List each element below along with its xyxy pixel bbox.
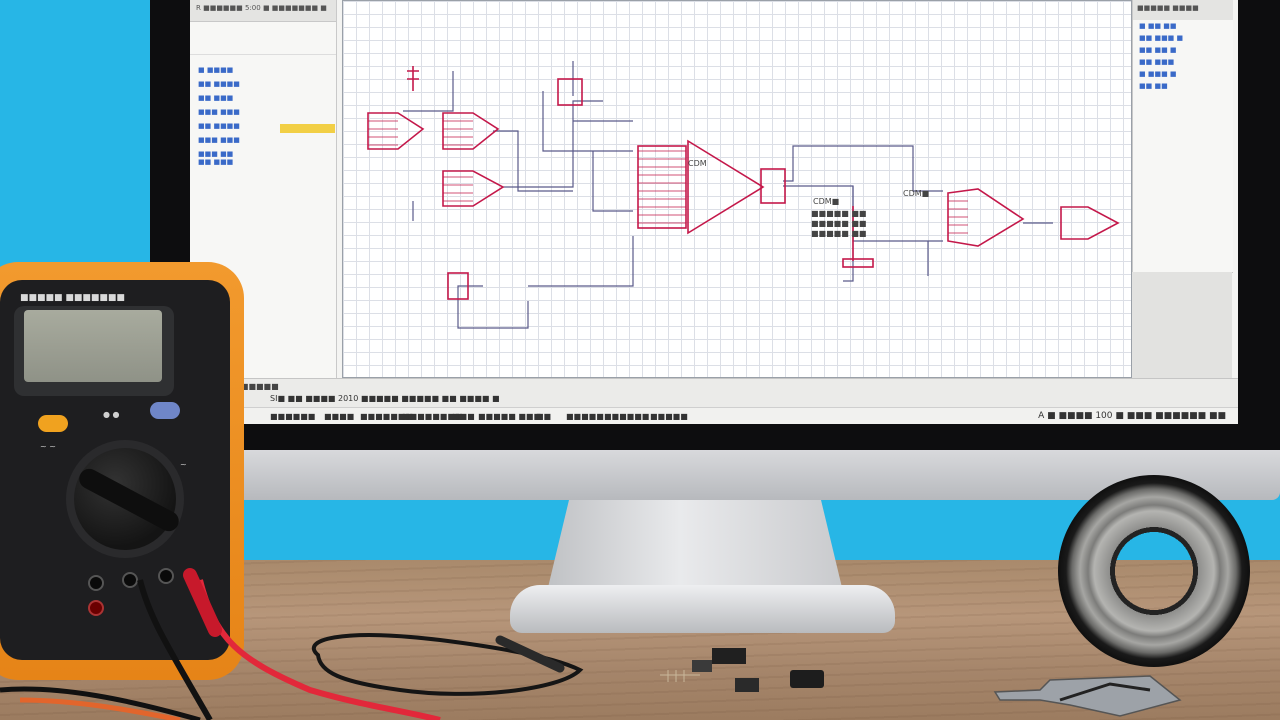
logic-gate-symbol (367, 112, 425, 150)
layers-panel: ■■■■■ ■■■■ ■ ■■ ■■ ■■ ■■■ ■ ■■ ■■ ■ ■■ ■… (1132, 0, 1233, 273)
status-item[interactable]: ■■■■■ (566, 412, 604, 421)
part-label: ■■■■■ ■■ (811, 219, 866, 228)
status-item[interactable]: ■■ (536, 412, 552, 421)
connector-block (760, 168, 786, 204)
pliers-jaw (1059, 682, 1151, 702)
schematic-canvas[interactable]: CDM■ ■■■■■ ■■ ■■■■■ ■■ ■■■■■ ■■ CDM CDM■ (342, 0, 1132, 378)
property-row[interactable]: ■■ ■■■■ (198, 122, 240, 130)
part-label: CDM (688, 159, 707, 168)
status-coordinates: A ■ ■■■■ 100 ■ ■■■ ■■■■■■ ■■ (1038, 411, 1226, 421)
electronic-component (735, 678, 759, 692)
schematic-drawing: CDM■ ■■■■■ ■■ ■■■■■ ■■ ■■■■■ ■■ CDM CDM■ (367, 61, 1120, 329)
ic-chip (712, 648, 746, 664)
multimeter-brand: ■■■■■ ■■■■■■■ (20, 293, 125, 303)
status-bar: ■■ ■■ ■■■■■■ SI■ ■■ ■■■■ 2010 ■■■■■ ■■■■… (190, 378, 1238, 424)
part-label: CDM■ (903, 189, 929, 198)
status-item[interactable]: ■■■■■■■ (360, 412, 413, 421)
property-row[interactable]: ■ ■■■■ (198, 66, 234, 74)
status-item[interactable]: ■■■■■■■■ (402, 412, 463, 421)
status-item[interactable]: ■■■■■■ (270, 412, 316, 421)
layer-row[interactable]: ■■ ■■■ ■ (1139, 34, 1184, 42)
monitor-stand-base (510, 585, 895, 633)
schematic-text: CDM■ ■■■■■ ■■ ■■■■■ ■■ ■■■■■ ■■ CDM CDM■ (688, 159, 929, 238)
multimeter-blue-button[interactable] (150, 402, 180, 419)
pin-lines (368, 120, 968, 234)
connector-block (557, 78, 583, 106)
logic-gate-symbol (1060, 206, 1120, 240)
electronic-component (692, 660, 712, 672)
property-row[interactable]: ■■ ■■■ (198, 158, 234, 166)
property-row[interactable]: ■■■ ■■■ (198, 108, 240, 116)
status-item[interactable]: ■■■ (452, 412, 475, 421)
property-row[interactable]: ■■ ■■■■ (198, 80, 240, 88)
probe-jack-red[interactable] (88, 600, 104, 616)
status-toolbar: ■■■■■■ ■■■■ ■■■■■■■ ■■■■■■■■ ■■■ ■■■■■ ■… (190, 407, 1238, 424)
capacitor-symbol (407, 66, 419, 91)
probe-jack[interactable] (158, 568, 174, 584)
amplifier-symbol (687, 139, 765, 235)
probe-jack[interactable] (88, 575, 104, 591)
status-text: SI■ ■■ ■■■■ 2010 ■■■■■ ■■■■■ ■■ ■■■■ ■ (270, 394, 500, 403)
multimeter-orange-button[interactable] (38, 415, 68, 432)
component-leads (660, 670, 700, 682)
properties-panel-header: R ■■■■■■ 5:00 ■ ■■■■■■■ ■ (190, 0, 336, 22)
layer-row[interactable]: ■■ ■■■ (1139, 58, 1175, 66)
part-label: CDM■ (813, 197, 839, 206)
solder-wire-spool (1058, 475, 1250, 667)
logic-gate-symbol (442, 170, 505, 207)
multimeter-display (24, 310, 162, 382)
black-probe-cable (0, 686, 201, 720)
layer-row[interactable]: ■ ■■■ ■ (1139, 70, 1177, 78)
ic-pin-block (637, 145, 687, 229)
status-item[interactable]: ■■■■■ (650, 412, 688, 421)
ground-symbol (842, 258, 874, 268)
electronic-component (790, 670, 824, 688)
selected-property-highlight (280, 124, 335, 133)
part-label: ■■■■■ ■■ (811, 229, 866, 238)
monitor-screen: R ■■■■■■ 5:00 ■ ■■■■■■■ ■ ■ ■■■■ ■■ ■■■■… (190, 0, 1238, 424)
property-row[interactable]: ■■■ ■■ (198, 150, 234, 158)
dial-marking: ~ (180, 460, 187, 469)
cable-connector (495, 635, 565, 673)
pliers-tool (993, 675, 1182, 717)
layer-row[interactable]: ■■ ■■ ■ (1139, 46, 1177, 54)
probe-jack[interactable] (122, 572, 138, 588)
connector-block (447, 272, 469, 300)
jumper-cable-loop (311, 633, 584, 696)
black-probe-lead (137, 579, 213, 720)
property-row[interactable]: ■■■ ■■■ (198, 136, 240, 144)
monitor-stand (545, 500, 845, 600)
status-item[interactable]: ■■■■■ ■■■ (478, 412, 542, 421)
layers-panel-header: ■■■■■ ■■■■ (1133, 0, 1233, 20)
layer-row[interactable]: ■■ ■■ (1139, 82, 1168, 90)
status-item[interactable]: ■■■■■■ (604, 412, 650, 421)
status-item[interactable]: ■■■■ (324, 412, 355, 421)
logic-gate-symbol (442, 112, 500, 150)
dial-marking: ~ ~ (40, 442, 56, 451)
right-panel-empty (1132, 272, 1232, 378)
orange-probe-cable (19, 697, 181, 720)
panel-tools (190, 24, 336, 55)
red-probe-plug (183, 568, 222, 637)
dial-marking: ● ● (103, 410, 120, 419)
layer-row[interactable]: ■ ■■ ■■ (1139, 22, 1177, 30)
part-label: ■■■■■ ■■ (811, 209, 866, 218)
property-row[interactable]: ■■ ■■■ (198, 94, 234, 102)
red-probe-lead (197, 579, 441, 720)
